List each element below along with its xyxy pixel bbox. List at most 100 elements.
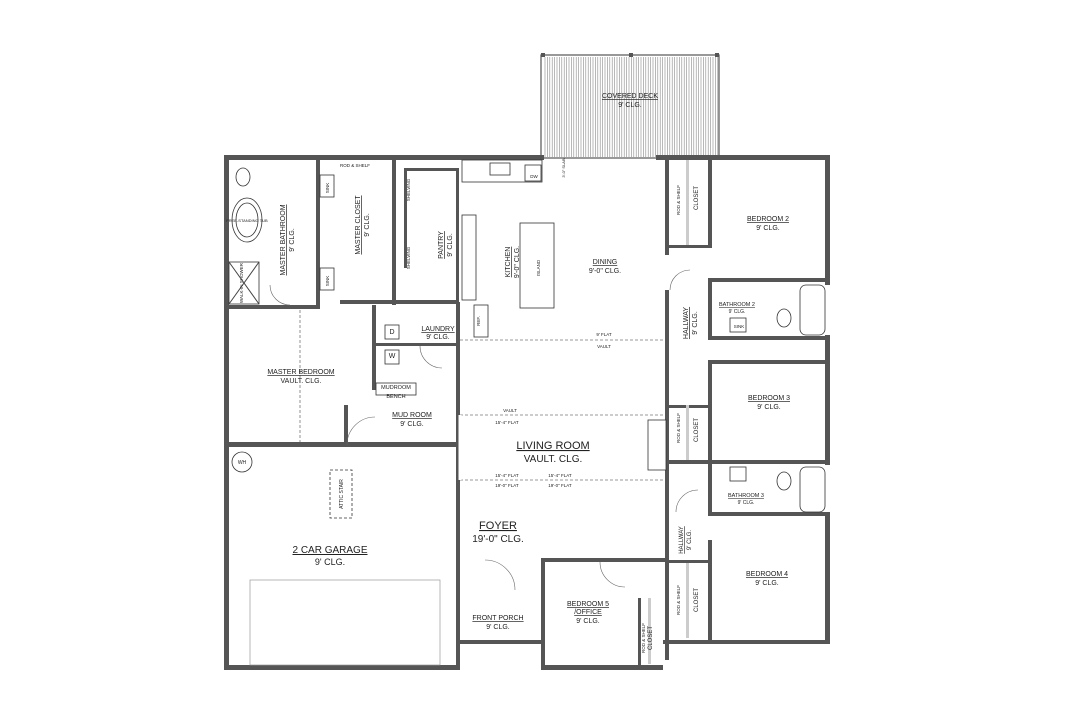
closet-label: CLOSET [694,418,700,442]
toilet-icon [235,167,251,187]
svg-text:9' CLG.: 9' CLG. [486,624,510,631]
sink-icon [319,174,335,198]
closet-label: CLOSET [694,186,700,210]
svg-text:ATTIC STAIR: ATTIC STAIR [339,479,345,509]
svg-text:9' CLG.: 9' CLG. [757,404,781,411]
washer-icon [384,349,400,365]
closet-label: CLOSET [648,626,654,650]
svg-text:9' CLG.: 9' CLG. [400,421,424,428]
svg-text:VAULT: VAULT [503,408,517,413]
ceiling-lines [299,310,665,481]
svg-text:9' CLG.: 9' CLG. [315,557,345,567]
svg-text:ROD & SHELF: ROD & SHELF [676,185,681,215]
svg-text:DW: DW [530,174,538,179]
svg-text:W: W [389,353,396,360]
covered-deck-label: COVERED DECK [602,93,658,100]
svg-text:9' CLG.: 9' CLG. [755,580,779,587]
master-bath-fixtures [228,167,335,305]
bathroom3-label: BATHROOM 3 [728,493,764,499]
front-porch-label: FRONT PORCH [472,615,523,622]
svg-text:SHELVING: SHELVING [406,178,411,201]
svg-text:9' CLG.: 9' CLG. [447,233,454,257]
svg-text:15'-4" FLAT: 15'-4" FLAT [495,420,519,425]
svg-text:VAULT. CLG.: VAULT. CLG. [281,378,322,385]
svg-text:ROD & SHELF: ROD & SHELF [676,413,681,443]
svg-text:D: D [389,329,394,336]
foyer-label: FOYER [479,520,517,532]
closet-shelves [648,160,689,664]
svg-text:9' CLG.: 9' CLG. [289,228,296,252]
refrigerator [473,304,489,338]
door-swings [269,269,699,591]
svg-text:SINK: SINK [325,276,330,287]
svg-text:9' CLG.: 9' CLG. [692,311,699,335]
mud-room-label: MUD ROOM [392,412,432,419]
closet-label: CLOSET [694,588,700,612]
svg-text:19'-0" FLAT: 19'-0" FLAT [548,483,572,488]
svg-text:19'-0" FLAT: 19'-0" FLAT [495,483,519,488]
svg-text:FREE-STANDING TUB: FREE-STANDING TUB [226,218,268,223]
svg-text:ISLAND: ISLAND [536,259,541,276]
bedroom2-label: BEDROOM 2 [747,216,789,223]
master-bathroom-label: MASTER BATHROOM [280,204,287,275]
interior-walls [224,155,830,667]
hallway-lower-label: HALLWAY [679,526,685,554]
exterior-walls [224,155,830,670]
bedroom3-label: BEDROOM 3 [748,395,790,402]
kitchen-label: KITCHEN [505,247,512,278]
svg-text:VAULT. CLG.: VAULT. CLG. [524,454,583,465]
svg-text:9' CLG.: 9' CLG. [738,500,755,506]
bedroom5-label: BEDROOM 5 [567,601,609,608]
svg-text:9'-0" CLG.: 9'-0" CLG. [589,268,621,275]
svg-text:ROD & SHELF: ROD & SHELF [676,585,681,615]
garage-details [231,451,441,666]
svg-text:SINK: SINK [734,324,745,329]
bathroom2-label: BATHROOM 2 [719,302,755,308]
svg-text:SINK: SINK [325,183,330,194]
mudroom-bench-label: MUDROOM [381,385,411,391]
garage-label: 2 CAR GARAGE [292,545,367,556]
hallway-upper-label: HALLWAY [683,307,690,339]
svg-text:ROD & SHELF: ROD & SHELF [641,623,646,653]
svg-text:BENCH: BENCH [386,394,405,400]
svg-text:9' CLG.: 9' CLG. [729,309,746,315]
svg-text:3'-0" SLAB: 3'-0" SLAB [561,158,566,178]
svg-text:19'-0" CLG.: 19'-0" CLG. [472,534,524,545]
svg-text:ROD & SHELF: ROD & SHELF [340,163,370,168]
dining-label: DINING [593,259,618,266]
bath-fixtures [729,284,826,513]
covered-deck [540,53,720,159]
bedroom4-label: BEDROOM 4 [746,571,788,578]
svg-text:SHELVING: SHELVING [406,246,411,269]
kitchen-island [519,222,555,309]
pantry-label: PANTRY [438,231,445,259]
svg-text:9' CLG.: 9' CLG. [687,530,693,550]
svg-text:9' FLAT: 9' FLAT [596,332,612,337]
sink-icon [729,317,747,333]
fireplace [647,419,667,471]
living-room-label: LIVING ROOM [516,440,589,452]
svg-text:15'-4" FLAT: 15'-4" FLAT [548,473,572,478]
svg-text:9' CLG.: 9' CLG. [618,102,642,109]
water-heater-icon [231,451,253,473]
svg-text:REF.: REF. [476,316,481,326]
svg-text:9' CLG.: 9' CLG. [756,225,780,232]
svg-text:9' CLG.: 9' CLG. [426,334,450,341]
svg-text:VAULT: VAULT [597,344,611,349]
toilet-icon [776,308,792,328]
svg-text:15'-4" FLAT: 15'-4" FLAT [495,473,519,478]
svg-text:WALK-IN SHOWER: WALK-IN SHOWER [239,262,244,303]
laundry-fixtures [375,324,417,396]
bathtub-icon [799,284,826,336]
svg-text:/OFFICE: /OFFICE [574,609,602,616]
svg-text:WH: WH [238,460,247,466]
svg-text:9' CLG.: 9' CLG. [576,618,600,625]
mudroom-bench [375,382,417,396]
master-closet-label: MASTER CLOSET [355,195,362,255]
svg-text:9'-0" CLG.: 9'-0" CLG. [514,246,521,278]
dryer-icon [384,324,400,340]
svg-text:9' CLG.: 9' CLG. [364,213,371,237]
master-bedroom-label: MASTER BEDROOM [267,369,334,376]
laundry-label: LAUNDRY [421,326,455,333]
